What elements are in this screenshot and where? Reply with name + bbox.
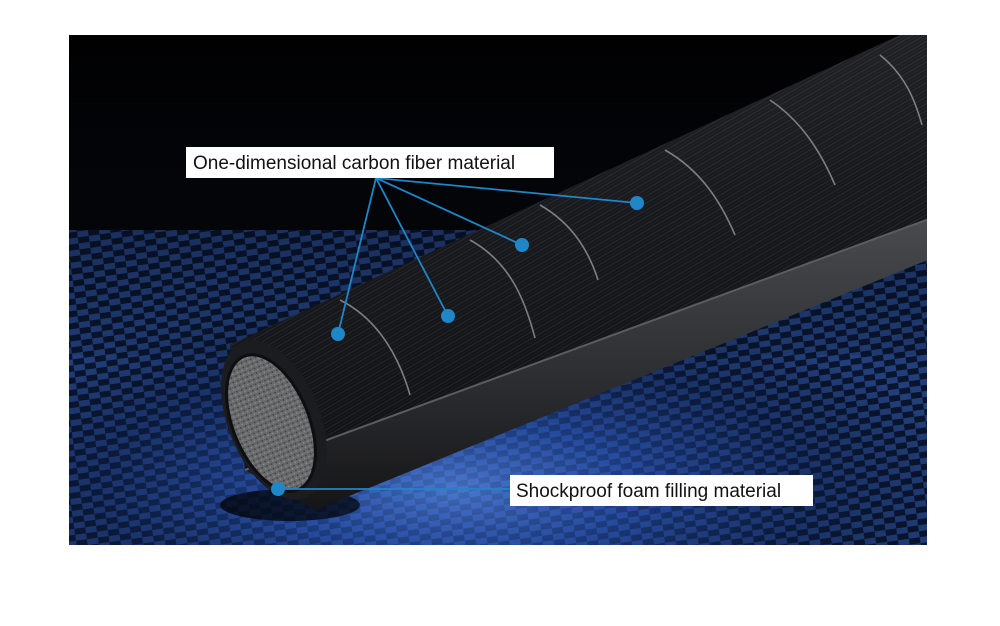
marker-dot (331, 327, 345, 341)
marker-dot (630, 196, 644, 210)
marker-dot (271, 482, 285, 496)
marker-dot (441, 309, 455, 323)
callout-text-foam: Shockproof foam filling material (516, 481, 781, 502)
callout-label-carbon-fiber: One-dimensional carbon fiber material (186, 147, 554, 178)
callout-text-carbon-fiber: One-dimensional carbon fiber material (193, 153, 515, 174)
marker-dot (515, 238, 529, 252)
callout-label-foam: Shockproof foam filling material (510, 475, 813, 506)
